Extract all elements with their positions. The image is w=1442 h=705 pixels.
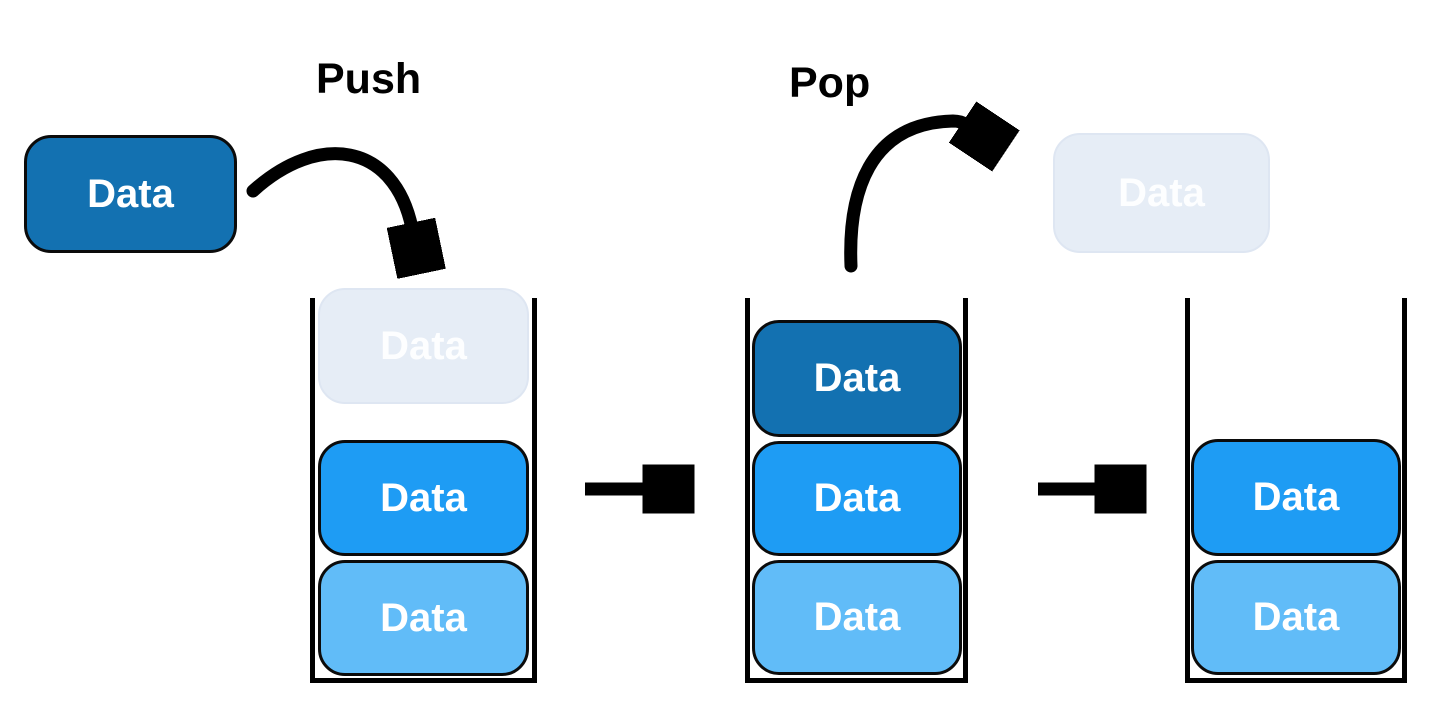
stack-item-label: Data <box>813 476 901 520</box>
stack-item: Data <box>318 440 529 556</box>
push-label: Push <box>316 55 422 103</box>
stack-item-label: Data <box>380 323 467 368</box>
pop-label: Pop <box>789 59 871 107</box>
stack-item: Data <box>318 288 529 404</box>
stack-item: Data <box>752 560 962 675</box>
stack-item: Data <box>318 560 529 676</box>
stack-item-label: Data <box>1252 595 1340 639</box>
stack-before-push <box>310 298 537 683</box>
popped-data-box: Data <box>1053 133 1270 253</box>
stack-item-label: Data <box>813 356 901 400</box>
stack-item: Data <box>1191 439 1401 556</box>
popped-data-label: Data <box>1118 170 1205 215</box>
stack-item-label: Data <box>380 595 467 640</box>
pushed-data-box: Data <box>24 135 237 253</box>
stack-item: Data <box>1191 560 1401 675</box>
stack-item-label: Data <box>380 475 467 520</box>
stack-after-pop <box>1185 298 1407 683</box>
push-arrow <box>246 147 412 228</box>
pop-arrow <box>844 121 967 273</box>
pushed-data-label: Data <box>87 171 174 216</box>
stack-after-push <box>745 298 968 683</box>
stack-item: Data <box>752 441 962 556</box>
stack-item-label: Data <box>1252 475 1340 519</box>
stack-item-label: Data <box>813 595 901 639</box>
stack-item: Data <box>752 320 962 437</box>
